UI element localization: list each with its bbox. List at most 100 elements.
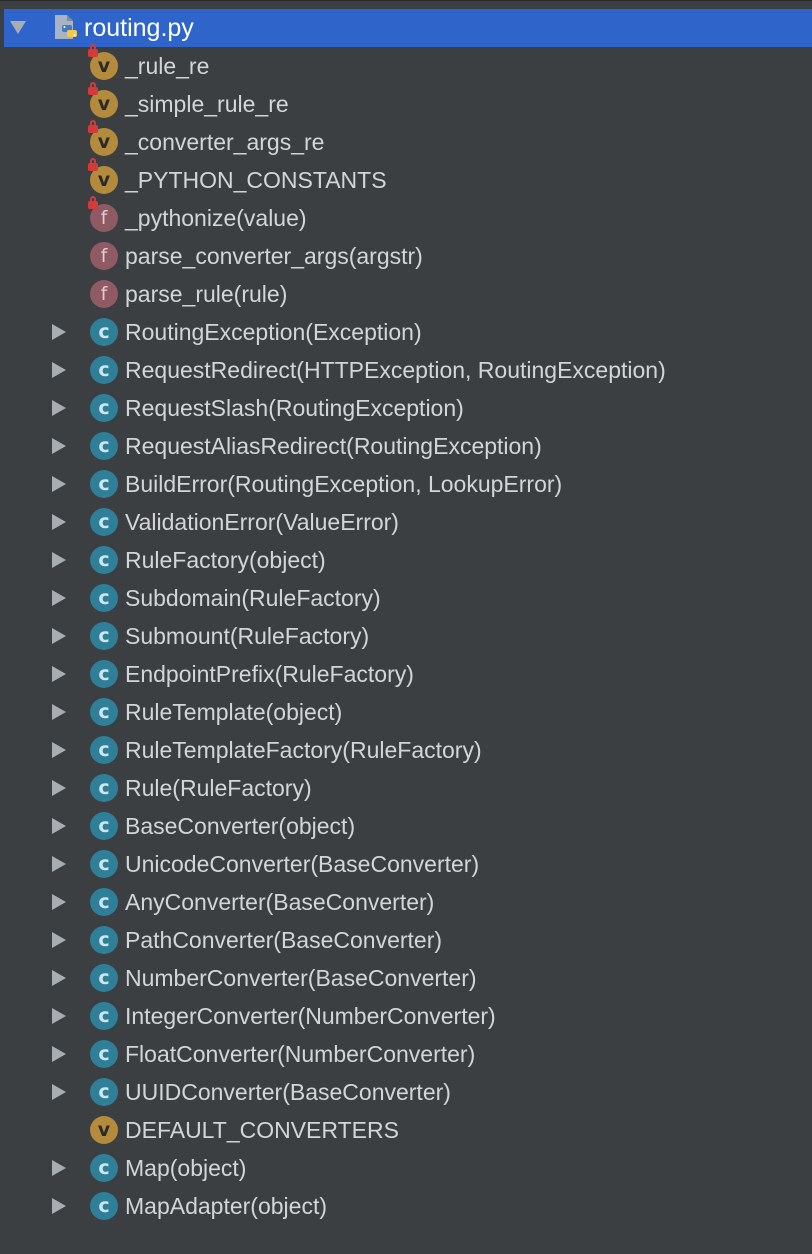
class-icon: c xyxy=(90,1078,118,1106)
tree-item-label: IntegerConverter(NumberConverter) xyxy=(125,1003,496,1029)
icon-glyph: c xyxy=(98,1005,110,1027)
expand-arrow-icon[interactable] xyxy=(52,514,66,530)
class-icon: c xyxy=(90,812,118,840)
expand-arrow-icon[interactable] xyxy=(52,552,66,568)
expand-arrow-icon[interactable] xyxy=(52,742,66,758)
icon-glyph: c xyxy=(98,701,110,723)
tree-item-label: FloatConverter(NumberConverter) xyxy=(125,1041,476,1067)
function-icon: f xyxy=(88,196,118,232)
class-icon: c xyxy=(90,1002,118,1030)
expand-arrow-icon[interactable] xyxy=(52,438,66,454)
python-file-icon xyxy=(50,13,80,43)
class-icon: c xyxy=(90,432,118,460)
tree-item[interactable]: c BaseConverter(object) xyxy=(0,807,812,845)
icon-glyph: f xyxy=(100,245,108,267)
icon-glyph: c xyxy=(98,511,110,533)
expand-arrow-icon[interactable] xyxy=(52,704,66,720)
expand-arrow-icon[interactable] xyxy=(52,1084,66,1100)
icon-glyph: c xyxy=(98,359,110,381)
icon-glyph: c xyxy=(98,853,110,875)
icon-glyph: c xyxy=(98,1043,110,1065)
expand-arrow-icon[interactable] xyxy=(52,818,66,834)
root-file-label: routing.py xyxy=(84,14,194,42)
icon-glyph: c xyxy=(98,663,110,685)
expand-arrow-icon[interactable] xyxy=(52,856,66,872)
expand-arrow-icon[interactable] xyxy=(52,932,66,948)
class-icon: c xyxy=(90,888,118,916)
expand-arrow-icon[interactable] xyxy=(52,400,66,416)
collapse-arrow-icon[interactable] xyxy=(10,21,26,34)
icon-glyph: c xyxy=(98,549,110,571)
icon-glyph: v xyxy=(97,55,111,77)
variable-icon: v xyxy=(88,120,118,156)
tree-item[interactable]: f parse_rule(rule) xyxy=(0,275,812,313)
variable-icon: v xyxy=(88,44,118,80)
tree-item-label: parse_rule(rule) xyxy=(125,281,288,307)
tree-item[interactable]: v_simple_rule_re xyxy=(0,82,812,123)
icon-glyph: c xyxy=(98,891,110,913)
expand-arrow-icon[interactable] xyxy=(52,628,66,644)
expand-arrow-icon[interactable] xyxy=(52,1198,66,1214)
function-icon: f xyxy=(90,280,118,308)
tree-item[interactable]: v_PYTHON_CONSTANTS xyxy=(0,158,812,199)
variable-icon: v xyxy=(90,1116,118,1144)
icon-glyph: c xyxy=(98,1157,110,1179)
icon-glyph: c xyxy=(98,321,110,343)
expand-arrow-icon[interactable] xyxy=(52,1160,66,1176)
class-icon: c xyxy=(90,774,118,802)
icon-glyph: v xyxy=(97,1119,111,1141)
class-icon: c xyxy=(90,660,118,688)
tree-item[interactable]: v_rule_re xyxy=(0,44,812,85)
expand-arrow-icon[interactable] xyxy=(52,1008,66,1024)
tree-item[interactable]: c IntegerConverter(NumberConverter) xyxy=(0,997,812,1035)
tree-item[interactable]: f_pythonize(value) xyxy=(0,196,812,237)
function-icon: f xyxy=(90,242,118,270)
expand-arrow-icon[interactable] xyxy=(52,1046,66,1062)
icon-glyph: c xyxy=(98,967,110,989)
tree-item-label: BaseConverter(object) xyxy=(125,813,356,839)
expand-arrow-icon[interactable] xyxy=(52,324,66,340)
expand-arrow-icon[interactable] xyxy=(52,970,66,986)
expand-arrow-icon[interactable] xyxy=(52,780,66,796)
expand-arrow-icon[interactable] xyxy=(52,666,66,682)
icon-glyph: v xyxy=(97,131,111,153)
tree-item-label: _converter_args_re xyxy=(125,129,325,155)
tree-root-routing-py[interactable]: routing.py xyxy=(4,9,812,47)
tree-item-label: EndpointPrefix(RuleFactory) xyxy=(125,661,414,687)
tree-item[interactable]: c FloatConverter(NumberConverter) xyxy=(0,1035,812,1073)
expand-arrow-icon[interactable] xyxy=(52,894,66,910)
expand-arrow-icon[interactable] xyxy=(52,476,66,492)
tree-item[interactable]: c EndpointPrefix(RuleFactory) xyxy=(0,655,812,693)
lock-icon xyxy=(88,196,98,209)
lock-icon xyxy=(88,158,98,171)
icon-glyph: c xyxy=(98,777,110,799)
lock-icon xyxy=(88,82,98,95)
class-icon: c xyxy=(90,622,118,650)
tree-item-label: BuildError(RoutingException, LookupError… xyxy=(125,471,563,497)
expand-arrow-icon[interactable] xyxy=(52,362,66,378)
expand-arrow-icon[interactable] xyxy=(52,590,66,606)
tree-item[interactable]: v _converter_args_re xyxy=(0,120,812,161)
